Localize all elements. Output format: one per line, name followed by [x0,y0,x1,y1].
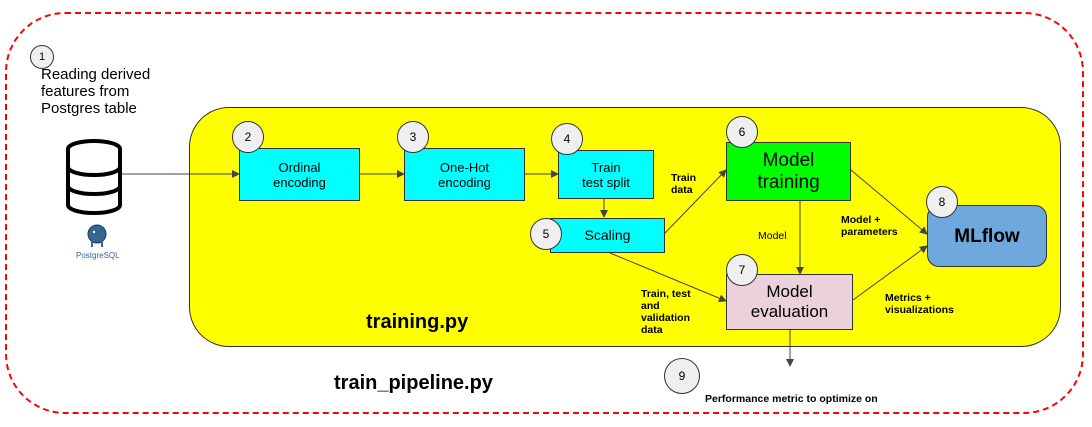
postgres-elephant-icon [87,224,107,247]
postgres-logo-text: PostgreSQL [76,251,120,260]
step-3-number: 3 [409,130,417,144]
step-8-number: 8 [938,195,946,209]
step-6-badge: 6 [726,116,758,148]
train-test-split-box: Train test split [558,150,654,199]
scaling-box: Scaling [550,218,665,253]
edge-evaluation-to-mlflow [852,245,928,301]
metrics-visualizations-label: Metrics + visualizations [885,292,954,316]
onehot-encoding-box: One-Hot encoding [404,148,525,201]
step-6-number: 6 [738,125,746,139]
database-icon [66,139,122,215]
training-py-label: training.py [366,311,469,333]
model-parameters-label: Model + parameters [841,214,898,238]
step-1-number: 1 [38,51,46,63]
step-4-number: 4 [563,132,571,146]
edge-scaling-to-evaluation [609,252,727,303]
step-5-number: 5 [542,227,550,241]
step-7-badge: 7 [726,254,758,286]
performance-metric-label: Performance metric to optimize on [705,393,878,405]
step-7-number: 7 [738,263,746,277]
step-9-number: 9 [678,369,686,383]
step-1-badge: 1 [30,45,54,69]
training-py-container [189,107,1061,347]
train-pipeline-container [5,12,1084,414]
train-test-validation-label: Train, test and validation data [641,288,691,336]
step-3-badge: 3 [397,121,429,153]
train-pipeline-py-label: train_pipeline.py [334,372,493,394]
model-training-box: Model training [726,142,851,201]
edge-training-to-mlflow [850,169,928,235]
step-2-badge: 2 [232,121,264,153]
step-2-number: 2 [244,130,252,144]
intro-text: Reading derived features from Postgres t… [41,66,151,117]
step-9-badge: 9 [664,358,700,394]
step-5-badge: 5 [530,218,562,250]
model-evaluation-box: Model evaluation [726,274,853,330]
step-8-badge: 8 [926,186,958,218]
train-data-label: Train data [671,172,697,196]
model-label: Model [758,230,787,242]
ordinal-encoding-box: Ordinal encoding [239,148,360,201]
edge-scaling-to-training [664,169,727,234]
step-4-badge: 4 [551,123,583,155]
